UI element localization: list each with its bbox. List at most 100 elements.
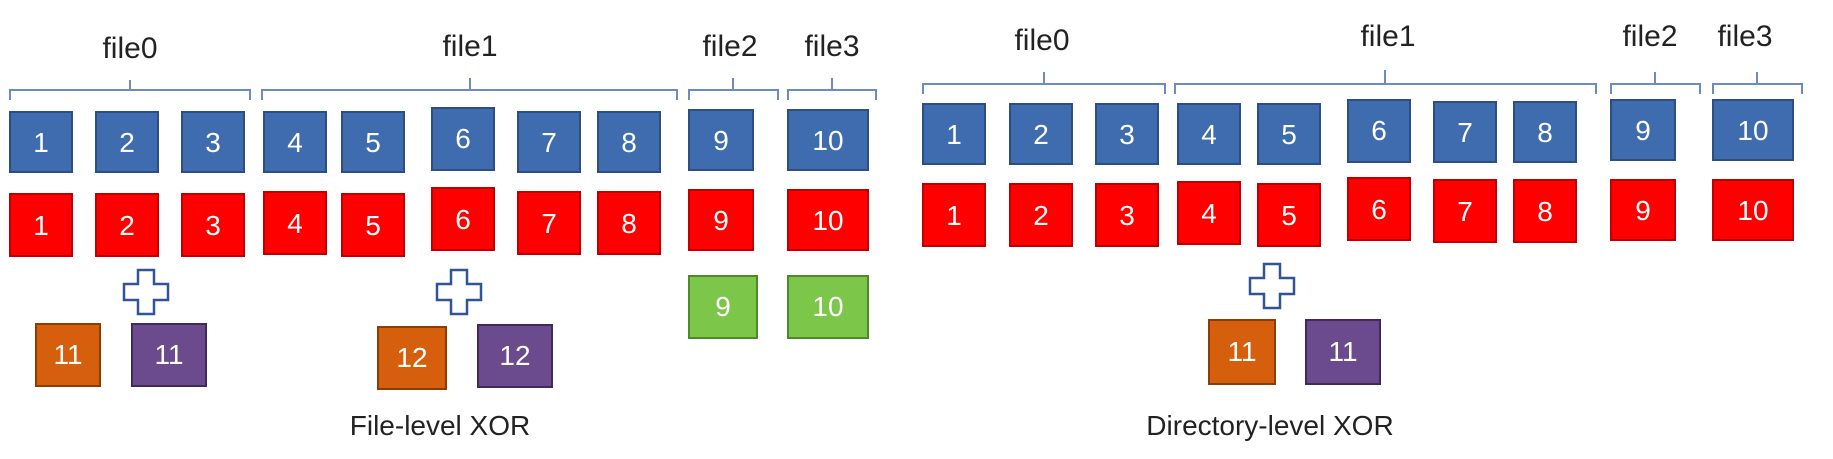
panel-caption: File-level XOR bbox=[350, 410, 530, 441]
parity-block: 12 bbox=[477, 324, 553, 388]
data-block: 10 bbox=[787, 109, 869, 171]
svg-text:8: 8 bbox=[621, 127, 637, 158]
file-brace bbox=[1712, 72, 1803, 94]
data-block: 9 bbox=[1610, 99, 1676, 161]
svg-text:10: 10 bbox=[812, 205, 843, 236]
svg-text:11: 11 bbox=[53, 339, 82, 370]
svg-text:10: 10 bbox=[1737, 115, 1768, 146]
parity-block: 11 bbox=[35, 323, 101, 387]
svg-text:9: 9 bbox=[715, 291, 731, 322]
data-block: 10 bbox=[1712, 99, 1794, 161]
panel-caption: Directory-level XOR bbox=[1146, 410, 1393, 441]
svg-text:3: 3 bbox=[1119, 119, 1135, 150]
svg-text:1: 1 bbox=[33, 210, 49, 241]
svg-text:5: 5 bbox=[365, 210, 381, 241]
replica-block: 2 bbox=[95, 193, 159, 257]
data-block: 7 bbox=[517, 111, 581, 173]
replica-block: 2 bbox=[1009, 183, 1073, 247]
svg-text:2: 2 bbox=[119, 210, 135, 241]
replica-block: 9 bbox=[688, 189, 754, 251]
data-block: 5 bbox=[341, 111, 405, 173]
svg-text:5: 5 bbox=[1281, 119, 1297, 150]
data-block: 1 bbox=[9, 111, 73, 173]
data-block: 6 bbox=[431, 107, 495, 171]
svg-text:1: 1 bbox=[946, 119, 962, 150]
svg-text:9: 9 bbox=[713, 205, 729, 236]
svg-text:10: 10 bbox=[812, 125, 843, 156]
svg-text:7: 7 bbox=[1457, 196, 1473, 227]
replica-block: 5 bbox=[341, 193, 405, 257]
data-block: 2 bbox=[1009, 103, 1073, 165]
replica-block: 1 bbox=[922, 183, 986, 247]
svg-text:9: 9 bbox=[713, 125, 729, 156]
svg-text:1: 1 bbox=[33, 127, 49, 158]
replica-block: 4 bbox=[1177, 181, 1241, 245]
file-brace bbox=[9, 80, 251, 100]
data-block: 6 bbox=[1347, 99, 1411, 163]
mirror-block: 9 bbox=[688, 275, 758, 339]
svg-text:3: 3 bbox=[205, 210, 221, 241]
svg-text:5: 5 bbox=[1281, 200, 1297, 231]
mirror-block: 10 bbox=[787, 275, 869, 339]
svg-text:4: 4 bbox=[1201, 119, 1217, 150]
replica-block: 5 bbox=[1257, 183, 1321, 247]
svg-text:4: 4 bbox=[287, 208, 303, 239]
data-block: 3 bbox=[1095, 103, 1159, 165]
file-brace bbox=[688, 78, 779, 100]
file-brace bbox=[922, 72, 1166, 94]
data-block: 8 bbox=[1513, 101, 1577, 163]
svg-text:2: 2 bbox=[1033, 200, 1049, 231]
parity-block: 11 bbox=[1305, 319, 1381, 385]
svg-text:4: 4 bbox=[287, 127, 303, 158]
data-block: 5 bbox=[1257, 103, 1321, 165]
svg-text:11: 11 bbox=[1227, 336, 1256, 367]
svg-text:10: 10 bbox=[1737, 195, 1768, 226]
data-block: 9 bbox=[688, 109, 754, 171]
svg-text:3: 3 bbox=[205, 127, 221, 158]
svg-text:8: 8 bbox=[621, 208, 637, 239]
file-label: file1 bbox=[442, 30, 497, 63]
replica-block: 3 bbox=[1095, 183, 1159, 247]
panel-directory-level-xor: file0 file1 file2 file3 1 2 3 4 5 6 7 8 … bbox=[922, 20, 1803, 441]
file-label: file3 bbox=[804, 30, 859, 63]
svg-text:12: 12 bbox=[499, 340, 530, 371]
replica-row: 1 2 3 4 5 6 7 8 9 10 bbox=[9, 187, 869, 257]
svg-text:8: 8 bbox=[1537, 196, 1553, 227]
data-row: 1 2 3 4 5 6 7 8 9 10 bbox=[9, 107, 869, 173]
panel-file-level-xor: file0 file1 file2 file3 1 2 3 4 5 6 7 8 … bbox=[9, 30, 877, 441]
file-brace bbox=[1174, 70, 1597, 94]
replica-block: 4 bbox=[263, 191, 327, 255]
svg-text:5: 5 bbox=[365, 127, 381, 158]
plus-icon bbox=[122, 268, 170, 316]
svg-text:7: 7 bbox=[541, 208, 557, 239]
svg-text:11: 11 bbox=[1328, 336, 1357, 367]
file-label: file0 bbox=[102, 32, 157, 65]
data-block: 7 bbox=[1433, 101, 1497, 163]
svg-text:10: 10 bbox=[812, 291, 843, 322]
replica-block: 6 bbox=[1347, 177, 1411, 241]
svg-text:9: 9 bbox=[1635, 115, 1651, 146]
file-label: file2 bbox=[702, 30, 757, 63]
data-block: 2 bbox=[95, 111, 159, 173]
svg-text:12: 12 bbox=[396, 342, 427, 373]
parity-block: 12 bbox=[377, 326, 447, 390]
svg-text:11: 11 bbox=[154, 339, 183, 370]
data-block: 4 bbox=[1177, 103, 1241, 165]
file-label: file0 bbox=[1014, 24, 1069, 57]
svg-text:6: 6 bbox=[1371, 194, 1387, 225]
replica-block: 6 bbox=[431, 187, 495, 251]
replica-block: 7 bbox=[1433, 179, 1497, 243]
data-row: 1 2 3 4 5 6 7 8 9 10 bbox=[922, 99, 1794, 165]
replica-block: 8 bbox=[597, 191, 661, 255]
parity-block: 11 bbox=[131, 323, 207, 387]
file-label: file3 bbox=[1717, 20, 1772, 53]
plus-icon bbox=[435, 268, 483, 316]
svg-text:2: 2 bbox=[119, 127, 135, 158]
file-brace bbox=[787, 78, 877, 100]
replica-block: 1 bbox=[9, 193, 73, 257]
svg-text:6: 6 bbox=[455, 204, 471, 235]
svg-text:1: 1 bbox=[946, 200, 962, 231]
svg-text:9: 9 bbox=[1635, 195, 1651, 226]
data-block: 4 bbox=[263, 111, 327, 173]
